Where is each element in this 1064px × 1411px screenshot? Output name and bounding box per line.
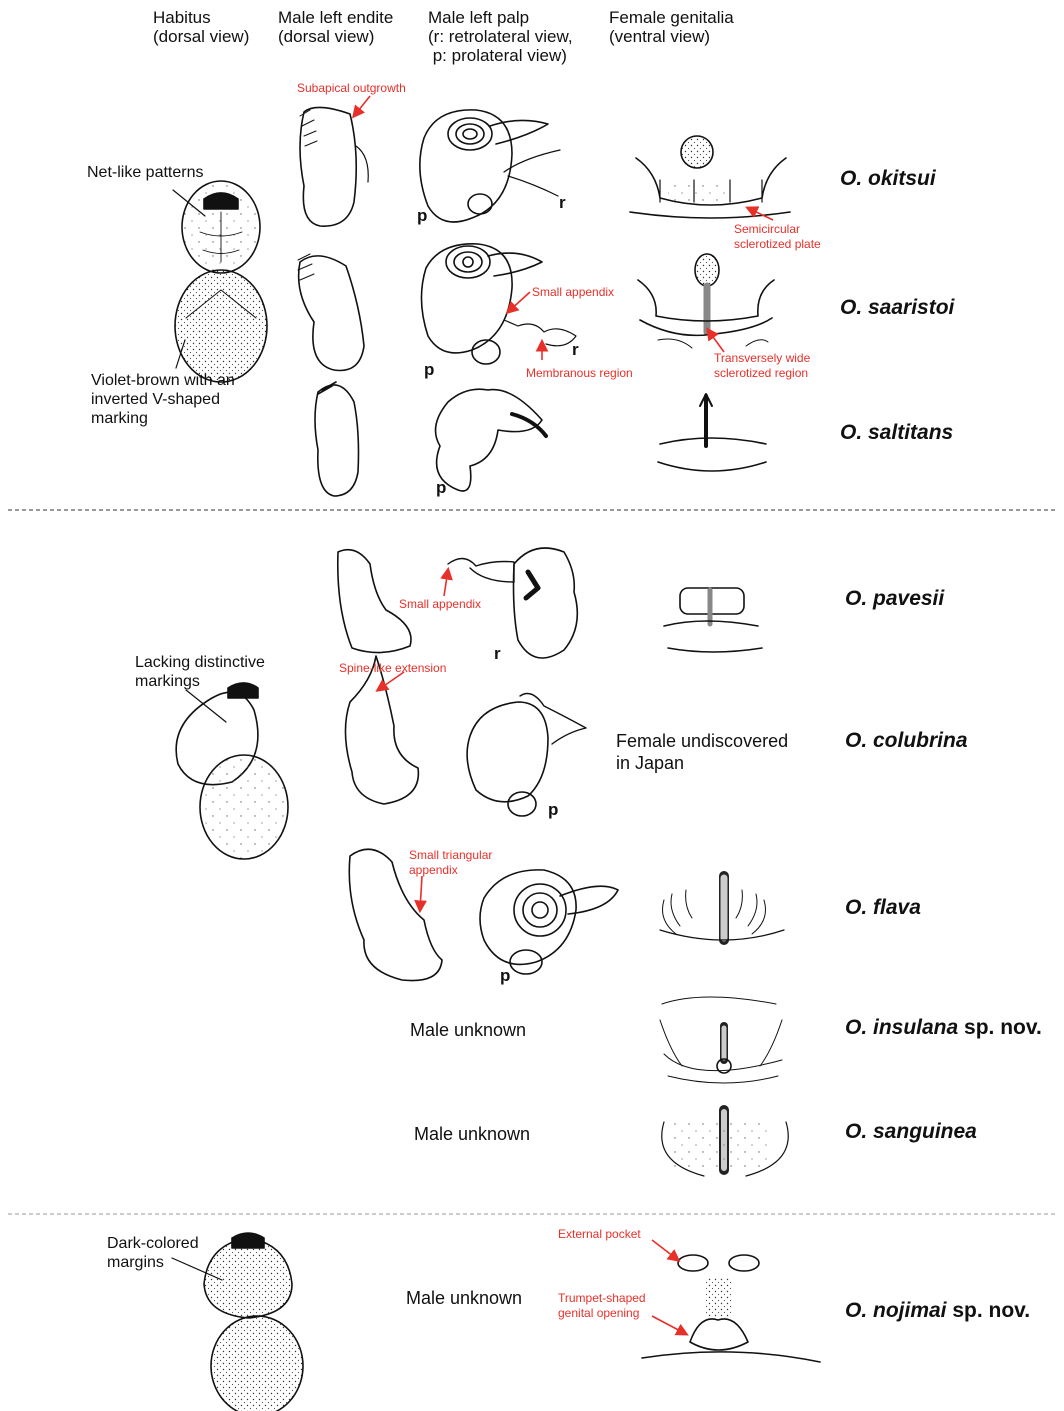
- species-sanguinea: O. sanguinea: [845, 1120, 977, 1144]
- header-palp: Male left palp (r: retrolateral view, p:…: [428, 8, 573, 65]
- palp-saaristoi: [421, 244, 576, 364]
- genitalia-pavesii: [664, 588, 762, 652]
- annot-spine-like: Spine-like extension: [339, 661, 446, 676]
- note-net-like: Net-like patterns: [87, 163, 204, 182]
- habitus-okitsui-group: [173, 181, 267, 382]
- palp-saltitans: [436, 389, 547, 491]
- annot-subapical: Subapical outgrowth: [297, 81, 406, 96]
- species-okitsui: O. okitsui: [840, 167, 936, 191]
- annot-transverse: Transversely wide sclerotized region: [714, 351, 810, 381]
- view-letter-p: p: [548, 800, 558, 820]
- species-nojimai-suffix: sp. nov.: [947, 1299, 1031, 1322]
- endite-saaristoi: [299, 256, 364, 371]
- annot-semicircular: Semicircular sclerotized plate: [734, 222, 821, 252]
- view-letter-r: r: [572, 340, 579, 360]
- species-insulana: O. insulana sp. nov.: [845, 1016, 1042, 1040]
- species-insulana-name: O. insulana: [845, 1016, 958, 1039]
- species-nojimai: O. nojimai sp. nov.: [845, 1299, 1030, 1323]
- species-saltitans: O. saltitans: [840, 421, 953, 445]
- palp-colubrina: [467, 694, 586, 816]
- view-letter-p: p: [436, 478, 446, 498]
- annot-membranous: Membranous region: [526, 366, 633, 381]
- view-letter-r: r: [559, 193, 566, 213]
- note-female-undiscovered: Female undiscovered in Japan: [616, 730, 788, 774]
- genitalia-saltitans: [658, 394, 766, 471]
- genitalia-sanguinea: [662, 1110, 789, 1176]
- habitus-pavesii-group: [176, 683, 288, 859]
- species-colubrina: O. colubrina: [845, 729, 968, 753]
- header-genitalia: Female genitalia (ventral view): [609, 8, 734, 46]
- annot-small-appendix-2: Small appendix: [399, 597, 481, 612]
- annot-small-triangular: Small triangular appendix: [409, 848, 492, 878]
- note-male-unknown: Male unknown: [410, 1020, 526, 1041]
- note-dark-margins: Dark-colored margins: [107, 1234, 199, 1272]
- view-letter-p: p: [500, 966, 510, 986]
- genitalia-insulana: [660, 997, 782, 1083]
- palp-flava: [480, 870, 618, 974]
- species-insulana-suffix: sp. nov.: [958, 1016, 1042, 1039]
- note-violet-brown: Violet-brown with an inverted V-shaped m…: [91, 371, 235, 428]
- species-pavesii: O. pavesii: [845, 587, 944, 611]
- note-lacking-markings: Lacking distinctive markings: [135, 653, 265, 691]
- palp-okitsui: [420, 110, 560, 222]
- note-male-unknown: Male unknown: [414, 1124, 530, 1145]
- genitalia-nojimai: [642, 1255, 820, 1362]
- genitalia-okitsui: [630, 136, 790, 218]
- species-nojimai-name: O. nojimai: [845, 1299, 947, 1322]
- annot-trumpet: Trumpet-shaped genital opening: [558, 1291, 646, 1321]
- annot-external-pocket: External pocket: [558, 1227, 641, 1242]
- species-flava: O. flava: [845, 896, 921, 920]
- header-endite: Male left endite (dorsal view): [278, 8, 393, 46]
- endite-saltitans: [315, 385, 359, 496]
- view-letter-r: r: [494, 644, 501, 664]
- annot-small-appendix-1: Small appendix: [532, 285, 614, 300]
- view-letter-p: p: [417, 206, 427, 226]
- species-saaristoi: O. saaristoi: [840, 296, 954, 320]
- genitalia-flava: [660, 876, 784, 940]
- endite-okitsui: [300, 107, 356, 226]
- header-habitus: Habitus (dorsal view): [153, 8, 249, 46]
- genitalia-saaristoi: [638, 254, 774, 348]
- view-letter-p: p: [424, 360, 434, 380]
- note-male-unknown: Male unknown: [406, 1288, 522, 1309]
- endite-colubrina: [345, 656, 418, 804]
